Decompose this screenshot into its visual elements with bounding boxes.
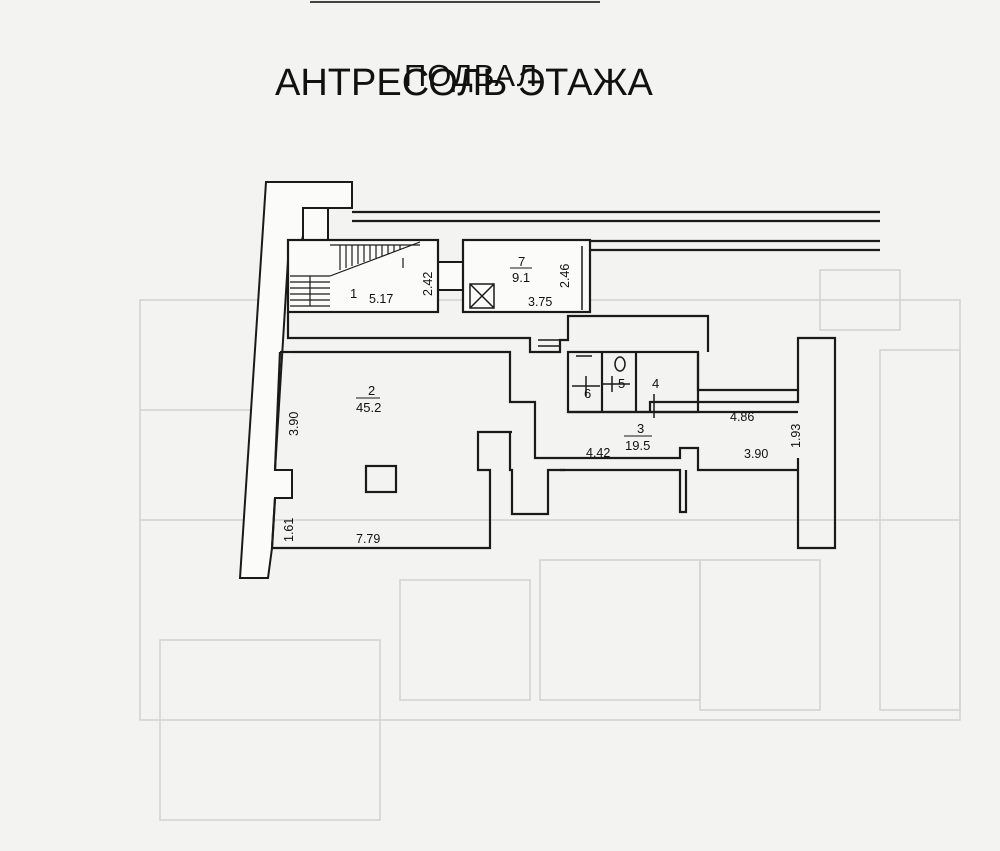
ghost-heading: АНТРЕСОЛЬ ЭТАЖА <box>275 62 654 104</box>
dim-2-42: 2.42 <box>421 272 435 296</box>
left-diagonal-wall <box>238 181 353 579</box>
dim-4-42: 4.42 <box>586 446 610 460</box>
room-7-area: 9.1 <box>512 270 530 285</box>
room-2-number: 2 <box>368 383 375 398</box>
plan-title: ПОДВАЛ <box>404 58 539 93</box>
dim-5-17: 5.17 <box>369 292 393 306</box>
room-2-area: 45.2 <box>356 400 381 415</box>
room-6-number: 6 <box>584 386 591 401</box>
dim-3-75: 3.75 <box>528 295 552 309</box>
dim-3-90-left: 3.90 <box>287 412 301 436</box>
shaft-symbol <box>469 283 495 309</box>
room-3-number: 3 <box>637 421 644 436</box>
room-labels: 1 2 45.2 3 19.5 4 5 6 7 9.1 <box>350 254 659 453</box>
door-marks <box>538 246 655 418</box>
dim-4-86: 4.86 <box>730 410 754 424</box>
room-7-number: 7 <box>518 254 525 269</box>
background-ghost-plan: АНТРЕСОЛЬ ЭТАЖА <box>139 1 961 821</box>
dim-1-61: 1.61 <box>282 518 296 542</box>
dim-1-93: 1.93 <box>789 424 803 448</box>
room-1-number: 1 <box>350 286 357 301</box>
dim-7-79: 7.79 <box>356 532 380 546</box>
room-5-number: 5 <box>618 376 625 391</box>
room-4-number: 4 <box>652 376 659 391</box>
room-3-area: 19.5 <box>625 438 650 453</box>
dim-2-46: 2.46 <box>558 264 572 288</box>
stair-treads <box>290 241 421 307</box>
dim-3-90-right: 3.90 <box>744 447 768 461</box>
dimension-labels: 5.17 2.42 2.46 3.75 3.90 4.86 1.93 4.42 … <box>282 264 803 546</box>
